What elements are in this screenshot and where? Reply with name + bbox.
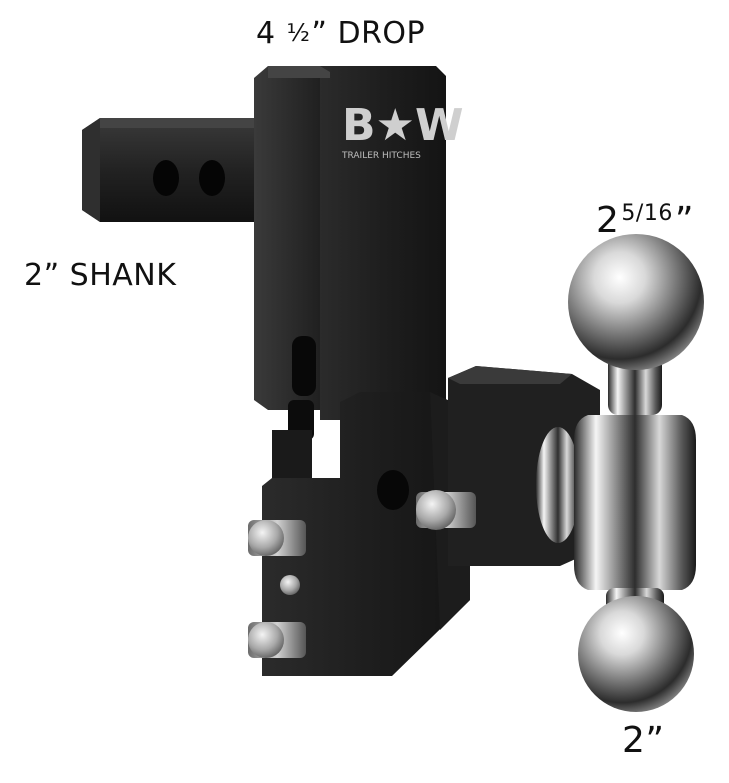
top-ball-size-fraction: 5/16 — [621, 201, 673, 226]
brand-logo-subtitle: TRAILER HITCHES — [341, 151, 421, 161]
shank-tube — [82, 118, 265, 222]
bottom-hitch-ball — [578, 596, 694, 712]
brand-logo-mark: B★W — [342, 100, 464, 151]
top-ball-size-whole: 2 — [596, 200, 620, 241]
top-ball-size-label: 25/16” — [596, 200, 694, 241]
bottom-ball-size-label: 2” — [622, 720, 665, 761]
brand-logo: B★W TRAILER HITCHES — [341, 100, 464, 161]
drop-bar — [254, 66, 446, 480]
lock-pin — [416, 490, 476, 530]
drop-number: 4 — [256, 16, 276, 51]
small-pin — [280, 575, 300, 595]
top-ball-size-quote: ” — [674, 200, 694, 241]
ball-mount-plate — [262, 366, 600, 676]
shank-pin-hole — [199, 160, 225, 196]
shank-pin-hole — [153, 160, 179, 196]
mount-pin-hole — [377, 470, 409, 510]
lock-pin — [248, 622, 306, 658]
dual-hitch-ball — [568, 234, 704, 712]
drop-dimension-label: 4 ½” DROP — [256, 16, 425, 51]
top-hitch-ball — [568, 234, 704, 370]
ball-nut — [536, 427, 580, 543]
drop-fraction: ½ — [286, 19, 311, 47]
lock-pin — [248, 520, 306, 556]
drop-suffix: ” DROP — [311, 16, 426, 51]
shank-dimension-label: 2” SHANK — [24, 258, 177, 293]
